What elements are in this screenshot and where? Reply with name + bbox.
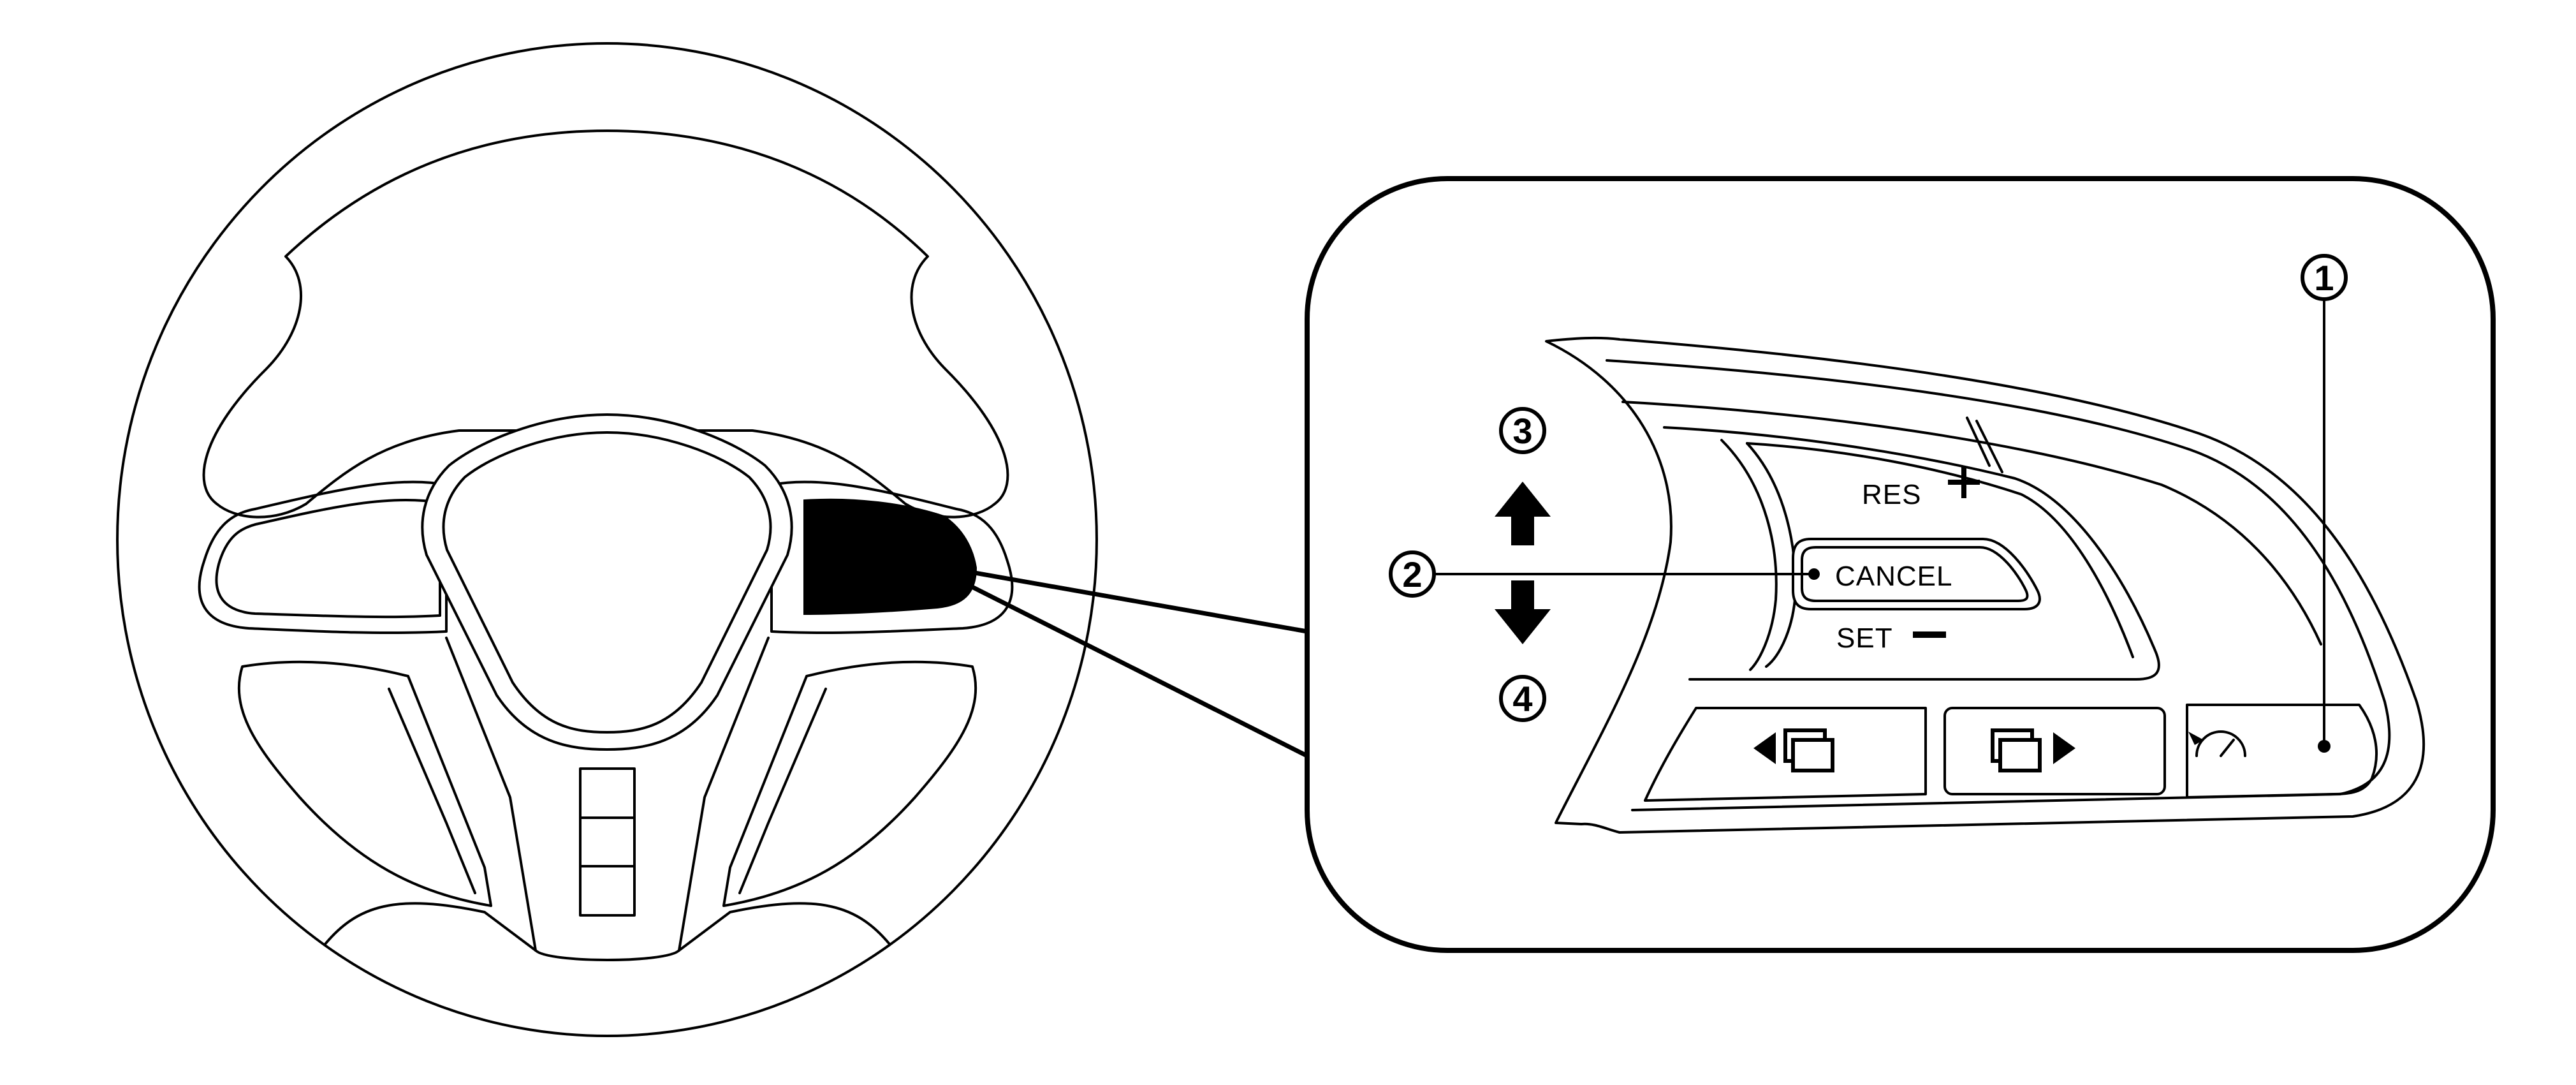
zoom-wedge (925, 562, 1310, 758)
lower-right-spoke (722, 660, 977, 907)
up-arrow-icon (1495, 482, 1551, 545)
callout-3: 3 (1499, 407, 1546, 454)
cancel-button-inner (1801, 546, 2029, 602)
display-left-button[interactable] (1644, 707, 1927, 802)
callout-1: 1 (2301, 254, 2348, 301)
callout-4: 4 (1499, 675, 1546, 722)
wedge-line-top (925, 562, 1310, 634)
lower-left-spoke (237, 660, 492, 907)
svg-text:3: 3 (1512, 411, 1532, 451)
minus-icon (1913, 631, 1946, 638)
column-slot (579, 767, 636, 917)
callout-2-dot (1808, 568, 1820, 580)
set-label: SET (1836, 623, 1893, 654)
switch-housing-outer (1545, 336, 2426, 834)
down-arrow-icon (1495, 580, 1551, 644)
display-right-button[interactable] (1943, 707, 2166, 795)
right-switch-highlight (803, 498, 977, 616)
right-spoke (770, 480, 1014, 635)
switch-housing-inner (1606, 359, 2391, 811)
switch-housing-ribs (1621, 401, 2322, 646)
switch-panel: RES CANCEL SET (1545, 336, 2426, 834)
steering-wheel-rim (116, 42, 1098, 1037)
wedge-line-bottom (925, 562, 1310, 758)
cancel-button[interactable] (1792, 538, 2041, 610)
left-spoke (198, 480, 448, 635)
steering-wheel (116, 42, 1098, 1037)
rocker-surround (1663, 426, 2160, 681)
callout-2: 2 (1389, 550, 1436, 598)
lower-right-spoke-inner (738, 688, 827, 894)
cruise-control-icon (2188, 730, 2331, 757)
svg-text:1: 1 (2314, 258, 2334, 298)
cancel-label: CANCEL (1835, 561, 1953, 592)
steering-column (445, 637, 770, 961)
plus-icon (1948, 466, 1980, 498)
airbag-hub-inner (442, 431, 772, 734)
display-right-icon (1991, 728, 2075, 772)
res-label: RES (1862, 479, 1921, 510)
rim-upper-grip (202, 129, 1009, 519)
airbag-hub (421, 413, 793, 751)
cruise-button[interactable] (2186, 704, 2378, 799)
left-spoke-inner (215, 498, 441, 619)
lower-left-spoke-inner (388, 688, 476, 894)
rocker-surround-inner (1746, 442, 2134, 658)
svg-text:4: 4 (1512, 679, 1532, 719)
rim-lower-grip (324, 902, 891, 952)
display-left-icon (1753, 728, 1834, 772)
svg-text:2: 2 (1402, 554, 1422, 594)
